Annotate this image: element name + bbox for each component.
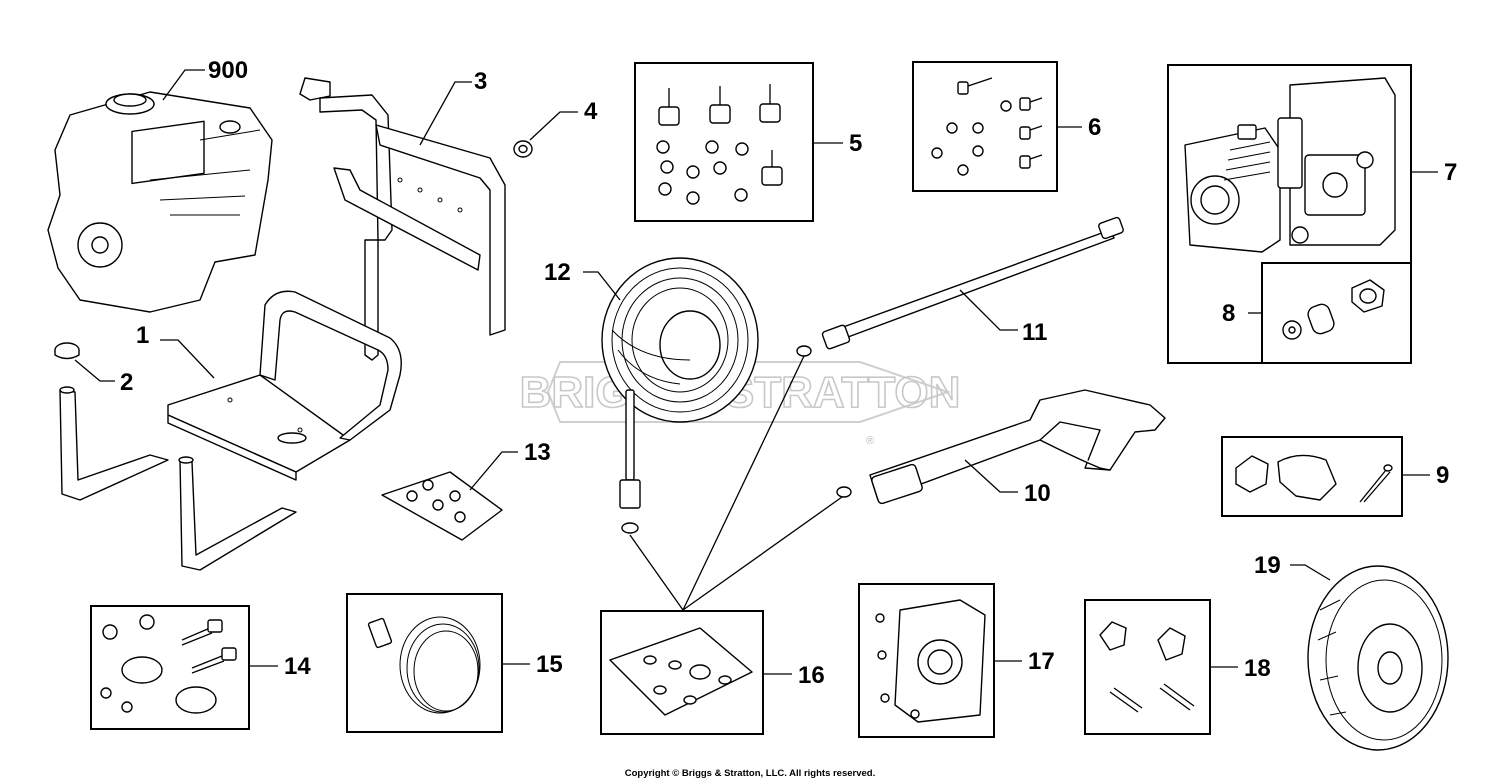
pump-bolts-illustration[interactable] [931, 77, 1043, 176]
callout-14[interactable]: 14 [284, 653, 311, 680]
callout-7[interactable]: 7 [1444, 159, 1457, 186]
callout-leader-11 [959, 289, 1018, 331]
callout-13[interactable]: 13 [524, 439, 551, 466]
spray-gun-illustration[interactable] [836, 389, 1166, 505]
spray-lance-illustration[interactable] [796, 216, 1124, 357]
o-ring-kit-illustration[interactable] [609, 627, 753, 716]
callout-leader-2 [74, 359, 115, 382]
callout-3[interactable]: 3 [474, 68, 487, 95]
pump-mount-plate-illustration[interactable] [875, 599, 986, 723]
callout-leader-4 [529, 111, 578, 141]
box-engine-mount-hardware [634, 62, 814, 222]
callout-leader-1 [160, 339, 215, 379]
box-engine-hardware-kit [90, 605, 250, 730]
frame-cap-illustration[interactable] [54, 342, 80, 360]
callout-8[interactable]: 8 [1222, 300, 1235, 327]
cleaning-kit-illustration[interactable] [367, 616, 481, 714]
callout-9[interactable]: 9 [1436, 462, 1449, 489]
box-unloader-kit [1261, 262, 1412, 364]
callout-leader-900 [162, 69, 205, 101]
callout-5[interactable]: 5 [849, 130, 862, 157]
callout-15[interactable]: 15 [536, 651, 563, 678]
wheel-illustration[interactable] [1307, 565, 1449, 751]
unloader-kit-illustration[interactable] [1282, 279, 1385, 340]
callout-leader-12 [583, 271, 621, 301]
engine-illustration[interactable] [47, 91, 273, 313]
handle-clip-illustration[interactable] [1235, 454, 1393, 503]
box-o-ring-kit [600, 610, 764, 735]
handle-illustration[interactable] [299, 77, 506, 361]
engine-hardware-kit-illustration[interactable] [100, 614, 237, 714]
callout-leader-3 [419, 81, 472, 146]
copyright-notice: Copyright © Briggs & Stratton, LLC. All … [624, 768, 876, 779]
callout-17[interactable]: 17 [1028, 648, 1055, 675]
callout-11[interactable]: 11 [1022, 319, 1047, 346]
frame-illustration[interactable] [59, 290, 402, 571]
callout-1[interactable]: 1 [136, 322, 149, 349]
callout-900[interactable]: 900 [208, 57, 248, 84]
box-knob-kit [1084, 599, 1211, 735]
callout-19[interactable]: 19 [1254, 552, 1281, 579]
box-handle-clip [1221, 436, 1403, 517]
hose-illustration[interactable] [601, 257, 759, 534]
engine-mount-hardware-illustration[interactable] [656, 84, 783, 205]
watermark-registered-mark: ® [866, 435, 874, 447]
callout-4[interactable]: 4 [584, 98, 598, 125]
callout-16[interactable]: 16 [798, 662, 825, 689]
nozzle-pack-illustration[interactable] [381, 471, 503, 541]
callout-18[interactable]: 18 [1244, 655, 1271, 682]
callout-10[interactable]: 10 [1024, 480, 1051, 507]
box-pump-bolts [912, 61, 1058, 192]
knob-kit-illustration[interactable] [1099, 621, 1195, 713]
callout-leader-19 [1290, 564, 1331, 581]
callout-6[interactable]: 6 [1088, 114, 1101, 141]
callout-12[interactable]: 12 [544, 259, 571, 286]
callout-leader-13 [469, 451, 518, 491]
o-ring-leaders [629, 355, 843, 611]
pump-illustration[interactable] [1184, 77, 1396, 253]
callout-2[interactable]: 2 [120, 369, 133, 396]
box-cleaning-kit [346, 593, 503, 733]
handle-nut-illustration[interactable] [513, 140, 533, 158]
callout-leader-10 [964, 459, 1018, 493]
